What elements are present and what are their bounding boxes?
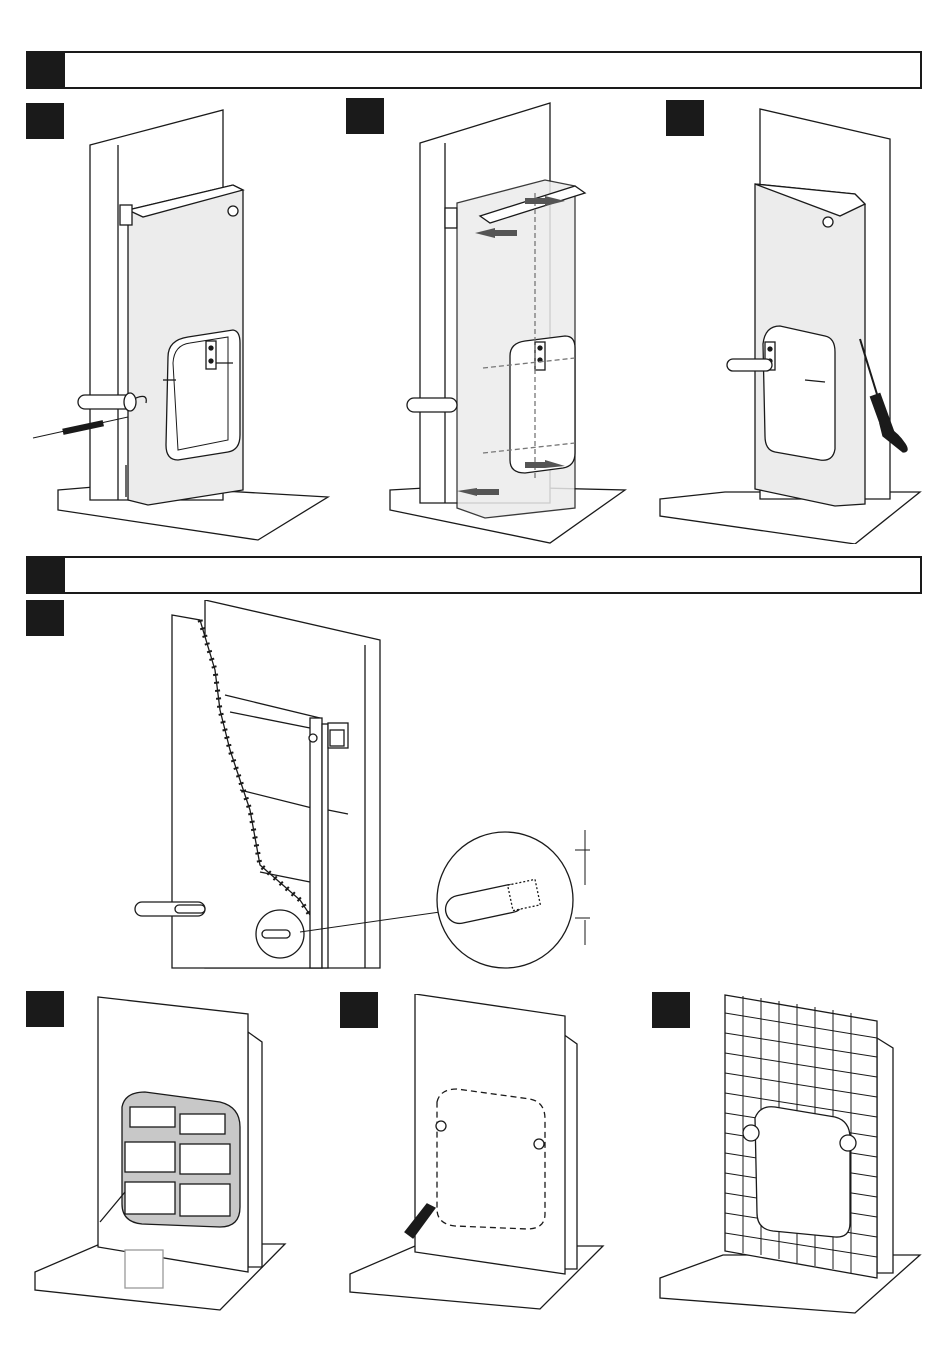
illustration-step-3 <box>655 104 925 544</box>
illustration-step-5 <box>30 992 295 1317</box>
illustration-step-7 <box>655 993 925 1318</box>
step-marker-4 <box>26 600 64 636</box>
illustration-step-1 <box>28 105 338 545</box>
section-header-marker <box>28 558 65 592</box>
section-header-marker <box>28 53 65 87</box>
section-header-a <box>26 51 922 89</box>
section-header-b <box>26 556 922 594</box>
step-marker-2 <box>346 98 384 134</box>
illustration-step-6 <box>345 994 610 1314</box>
illustration-step-2 <box>385 98 645 548</box>
illustration-step-4 <box>130 600 600 970</box>
